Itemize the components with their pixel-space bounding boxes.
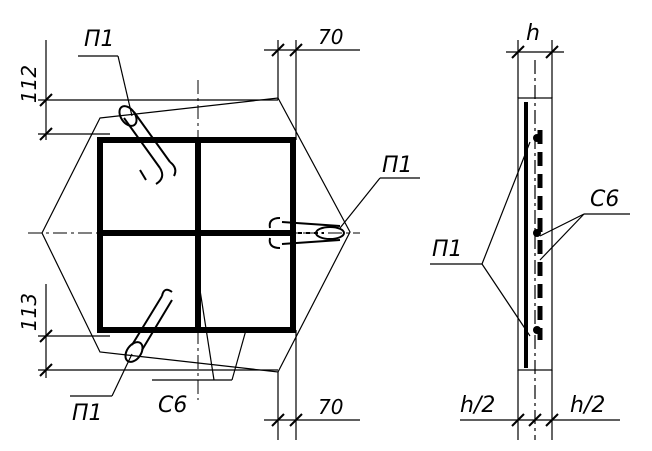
dimension-h-half-left-label: h/2: [460, 393, 495, 418]
dimension-70-bottom-label: 70: [318, 395, 343, 419]
label-c6-front: С6: [158, 393, 187, 418]
reinforcement-mesh: [97, 137, 296, 333]
dimension-112: 112: [17, 40, 278, 141]
dimension-h: h: [506, 21, 564, 98]
dimension-h-label: h: [526, 21, 540, 46]
leader-c6-side: С6: [539, 187, 630, 261]
leader-p1-bottom: П1: [70, 353, 133, 426]
bar-section-top: [533, 134, 541, 142]
dimension-h-half: h/2 h/2: [460, 370, 620, 440]
lifting-loop-top: [118, 105, 177, 185]
bar-section-bottom: [533, 326, 541, 334]
bar-section-mid: [533, 229, 541, 237]
label-p1-side: П1: [432, 237, 463, 262]
leader-p1-side: П1: [430, 141, 531, 337]
dimension-112-label: 112: [17, 65, 41, 103]
dimension-113-label: 113: [17, 293, 41, 331]
dimension-70-top: 70: [264, 25, 360, 140]
label-p1-right: П1: [382, 153, 413, 178]
label-c6-side: С6: [590, 187, 619, 212]
lifting-loop-bottom: [124, 288, 173, 363]
front-view: 112 113 70 70: [17, 25, 420, 440]
side-view: h h/2 h/2 П1 С6: [430, 21, 630, 440]
label-p1-top: П1: [84, 27, 115, 52]
dimension-70-top-label: 70: [318, 25, 343, 49]
lifting-loop-right: [268, 217, 345, 249]
dimension-70-bottom: 70: [264, 330, 360, 440]
label-p1-bottom: П1: [72, 401, 103, 426]
leader-c6-front: С6: [152, 289, 247, 418]
leader-p1-right: П1: [339, 153, 420, 229]
dimension-113: 113: [17, 284, 278, 378]
dimension-h-half-right-label: h/2: [570, 393, 605, 418]
leader-p1-top: П1: [78, 27, 133, 117]
